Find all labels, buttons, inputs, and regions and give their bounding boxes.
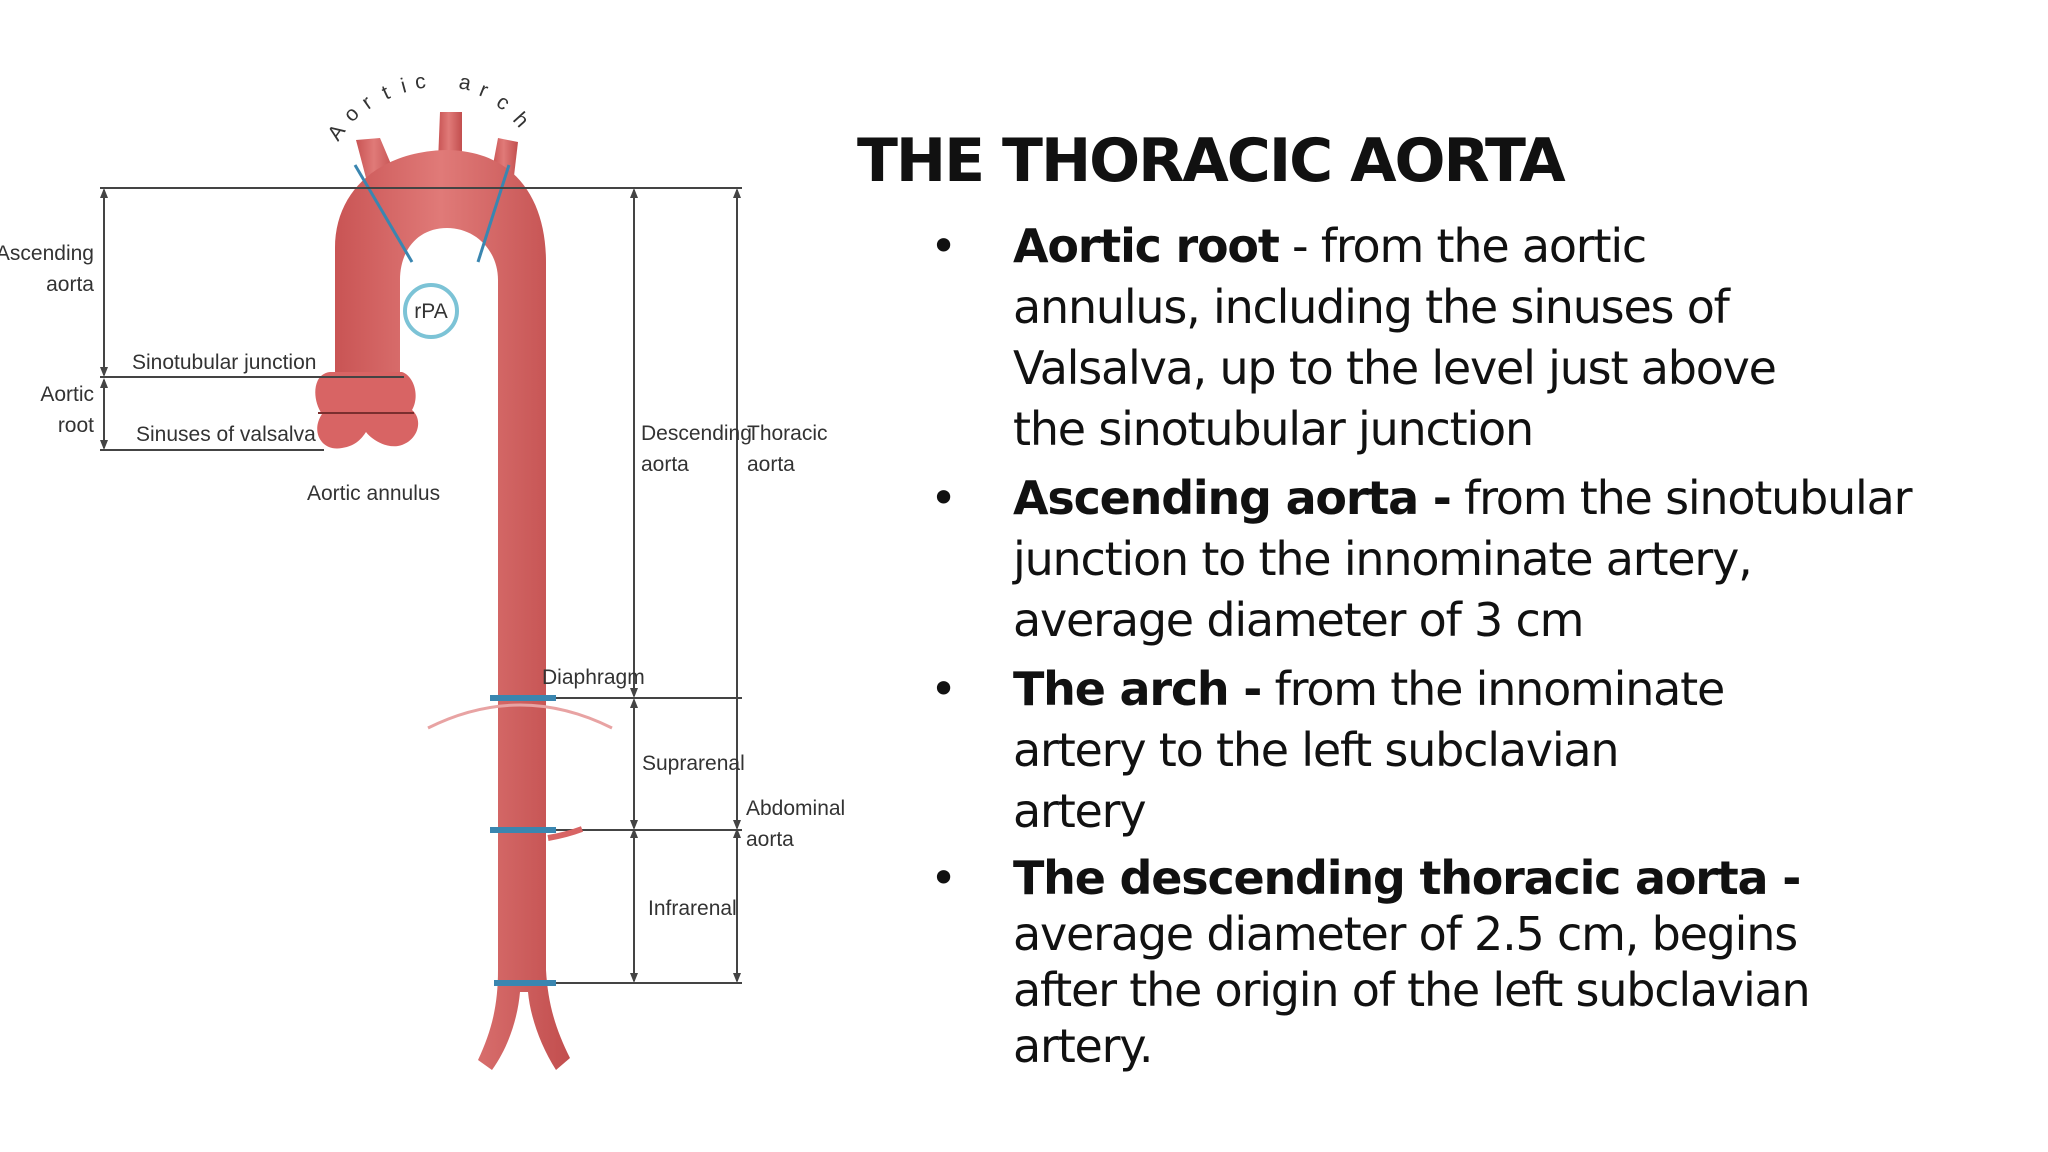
bullet-text: artery. <box>1013 1019 1153 1073</box>
bullet-list: • Aortic root - from the aortic annulus,… <box>930 216 2010 1082</box>
slide-title: THE THORACIC AORTA <box>857 126 1566 196</box>
bullet-text: artery <box>1013 784 1147 838</box>
svg-text:r: r <box>476 78 491 102</box>
sinuses-of-valsalva-label: Sinuses of valsalva <box>136 423 316 446</box>
bullet-text: after the origin of the left subclavian <box>1013 963 1811 1017</box>
bullet-text: artery to the left subclavian <box>1013 723 1620 777</box>
ascending-aorta-label-2: aorta <box>46 273 94 296</box>
descending-aorta-label-2: aorta <box>641 453 689 476</box>
diaphragm-label: Diaphragm <box>542 666 645 689</box>
aortic-root-bulb <box>315 372 419 449</box>
bullet-text: from the innominate <box>1261 662 1726 716</box>
thoracic-aorta-label-2: aorta <box>747 453 795 476</box>
bullet-text: from the sinotubular <box>1450 471 1912 525</box>
aorta-vessel <box>335 150 570 1070</box>
aortic-root-label-2: root <box>58 414 94 437</box>
descending-aorta-label: Descending <box>641 422 752 445</box>
aortic-arch-label: A o r t i c a r c h <box>323 70 533 145</box>
bullet-term: Aortic root <box>1013 219 1280 273</box>
bullet-term: Ascending aorta - <box>1013 471 1452 525</box>
ascending-aorta-label: Ascending <box>0 242 94 265</box>
svg-text:a: a <box>457 70 474 95</box>
bullet-text: Valsalva, up to the level just above <box>1013 341 1777 395</box>
svg-text:r: r <box>358 91 377 114</box>
bullet-marker: • <box>930 219 957 273</box>
arch-end-line <box>476 164 511 263</box>
arrow-heads <box>100 188 741 983</box>
arch-start-line <box>353 164 414 263</box>
svg-text:i: i <box>398 74 408 97</box>
bullet-marker: • <box>930 851 957 905</box>
bullet-aortic-root: • Aortic root - from the aortic annulus,… <box>930 216 2010 460</box>
aorta-diagram: rPA A o r t i c a r c h <box>0 70 845 1070</box>
svg-text:c: c <box>492 90 514 115</box>
thoracic-aorta-label: Thoracic <box>747 422 828 445</box>
renal-branches <box>547 826 584 841</box>
bullet-text: - from the aortic <box>1278 219 1647 273</box>
rpa-ring <box>403 283 459 339</box>
rpa-label: rPA <box>414 300 447 323</box>
svg-text:h: h <box>508 108 533 132</box>
abdominal-aorta-label-2: aorta <box>746 828 794 851</box>
bullet-text: average diameter of 2.5 cm, begins <box>1013 907 1798 961</box>
bullet-text: the sinotubular junction <box>1013 402 1534 456</box>
bullet-term: The arch - <box>1013 662 1262 716</box>
sinotubular-junction-label: Sinotubular junction <box>132 351 316 374</box>
dimension-arrows <box>103 190 738 981</box>
svg-text:o: o <box>339 102 364 127</box>
suprarenal-label: Suprarenal <box>642 752 745 775</box>
bullet-text: junction to the innominate artery, <box>1013 532 1753 586</box>
bullet-marker: • <box>930 471 957 525</box>
bullet-text: annulus, including the sinuses of <box>1013 280 1730 334</box>
bullet-text: average diameter of 3 cm <box>1013 593 1584 647</box>
bullet-ascending-aorta: • Ascending aorta - from the sinotubular… <box>930 468 2010 651</box>
svg-text:A: A <box>323 120 350 145</box>
reference-lines <box>100 187 742 984</box>
bullet-marker: • <box>930 662 957 716</box>
aortic-annulus-label: Aortic annulus <box>307 482 440 505</box>
bullet-descending-thoracic-aorta: • The descending thoracic aorta - averag… <box>930 850 2010 1074</box>
abdominal-aorta-label: Abdominal <box>746 797 845 820</box>
bullet-term: The descending thoracic aorta - <box>1013 851 1801 905</box>
svg-text:t: t <box>378 81 393 104</box>
bullet-arch: • The arch - from the innominate artery … <box>930 659 2010 842</box>
aortic-root-label: Aortic <box>40 383 94 406</box>
svg-text:c: c <box>413 70 427 94</box>
level-bands <box>490 695 556 986</box>
infrarenal-label: Infrarenal <box>648 897 737 920</box>
diaphragm-arc <box>427 703 613 730</box>
